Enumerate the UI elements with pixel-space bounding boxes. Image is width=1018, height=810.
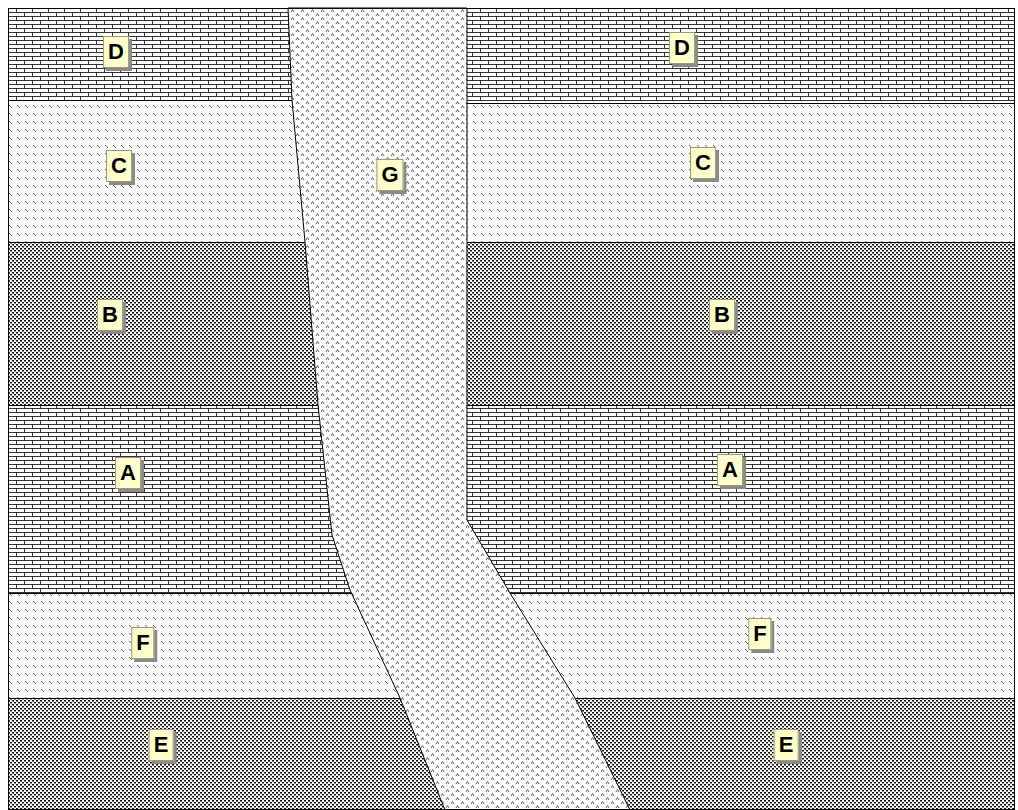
layer-label: E [774,729,799,761]
layer-label: A [717,454,743,486]
layer-label: C [106,150,132,182]
layer-label: C [690,147,716,179]
layer-label: F [748,618,771,650]
layer-label: A [115,457,141,489]
layer-label: D [669,32,695,64]
layer-label: D [103,36,129,68]
layer-label: E [149,729,174,761]
layer-label: B [709,299,735,331]
layer-label: G [376,159,403,191]
layer-label: F [131,627,154,659]
layer-label: B [97,299,123,331]
